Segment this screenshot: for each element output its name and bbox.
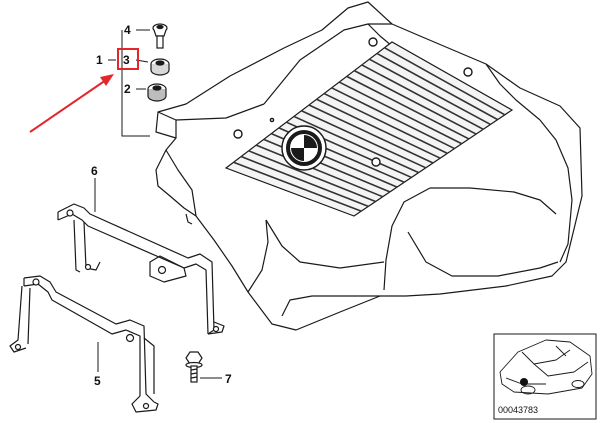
bracket-6 — [57, 203, 225, 335]
rib-line — [293, 115, 419, 174]
callout-7: 7 — [225, 372, 232, 386]
rib-line — [323, 92, 448, 155]
location-inset: 00043783 — [493, 333, 597, 420]
ribbed-panel — [224, 41, 514, 217]
callout-5: 5 — [94, 374, 101, 388]
callout-3: 3 — [123, 53, 130, 67]
rib-line — [248, 150, 376, 203]
rib-line — [384, 47, 506, 116]
bracket-5-holes — [14, 278, 150, 410]
bracket-6-holes — [66, 209, 220, 333]
rib-lines — [233, 47, 506, 212]
rib-line — [338, 81, 463, 145]
callout-leaders — [94, 178, 222, 379]
callout-1: 1 — [96, 53, 103, 67]
callout-3-highlight-box — [117, 48, 139, 70]
bracket-5 — [9, 275, 159, 413]
rib-line — [368, 58, 491, 126]
rib-line — [240, 155, 369, 208]
callout-6: 6 — [91, 164, 98, 178]
small-fasteners — [147, 23, 170, 102]
callout-labels: 4 1 3 2 6 5 7 — [91, 23, 232, 388]
rib-line — [308, 104, 434, 164]
rib-line — [353, 69, 477, 135]
rib-line — [331, 87, 455, 150]
callout-2: 2 — [124, 82, 131, 96]
pointer-arrow-icon — [29, 74, 114, 133]
part-7-bolt — [185, 351, 203, 383]
part-2-rubber-mount — [147, 83, 167, 102]
rib-line — [301, 110, 427, 169]
location-marker — [520, 378, 528, 386]
inset-part-number: 00043783 — [498, 405, 538, 415]
rib-line — [255, 144, 384, 198]
rib-line — [346, 75, 470, 140]
rib-line — [233, 161, 362, 212]
part-3-grommet — [150, 58, 170, 76]
rib-line — [376, 52, 499, 121]
part-4-screw — [152, 23, 168, 49]
rib-line — [316, 98, 441, 159]
rib-line — [361, 64, 484, 130]
engine-cover — [155, 1, 583, 331]
callout-4: 4 — [124, 23, 131, 37]
cover-mounting-holes — [233, 37, 473, 167]
brand-roundel-icon — [281, 125, 327, 171]
